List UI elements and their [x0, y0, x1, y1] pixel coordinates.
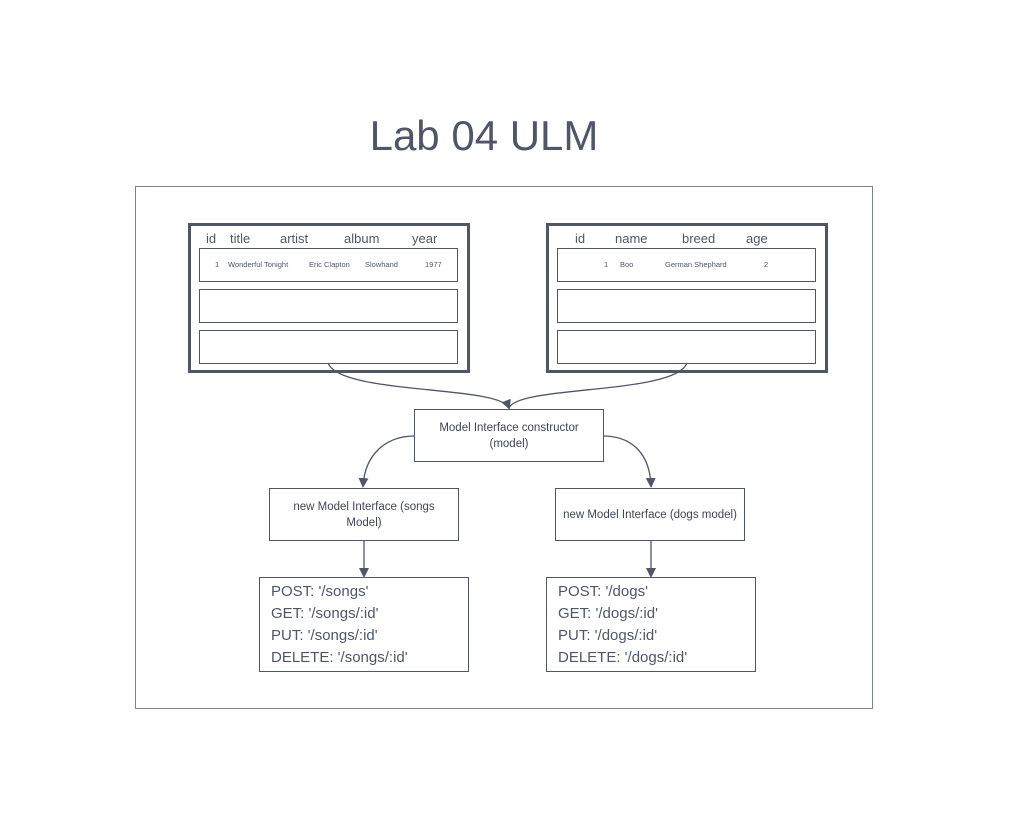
songs-table: id title artist album year 1 Wonderful T… [188, 223, 470, 373]
diagram-title: Lab 04 ULM [369, 112, 599, 159]
dogs-header-age: age [746, 231, 768, 246]
songs-header-year: year [412, 231, 438, 246]
dogs-to-interface-connector [508, 362, 688, 409]
songs-row-empty [199, 330, 458, 364]
songs-model-box: new Model Interface (songs Model) [269, 488, 459, 541]
songs-routes-box: POST: '/songs' GET: '/songs/:id' PUT: '/… [259, 577, 469, 672]
songs-route: POST: '/songs' [271, 583, 369, 600]
songs-header-album: album [344, 231, 380, 246]
dogs-route: POST: '/dogs' [558, 583, 648, 600]
interface-to-dogs-model-arrow [602, 435, 656, 488]
dogs-route: PUT: '/dogs/:id' [558, 627, 658, 644]
dogs-cell-name: Boo [620, 260, 634, 269]
diagram-frame [135, 186, 873, 709]
songs-cell-artist: Eric Clapton [309, 260, 350, 269]
dogs-routes-box: POST: '/dogs' GET: '/dogs/:id' PUT: '/do… [546, 577, 756, 672]
songs-row-1: 1 Wonderful Tonight Eric Clapton Slowhan… [199, 248, 458, 282]
dogs-cell-age: 2 [764, 260, 769, 269]
interface-to-songs-model-arrow [358, 435, 416, 488]
songs-route: PUT: '/songs/:id' [271, 627, 378, 644]
songs-header-title: title [230, 231, 251, 246]
dogs-header-breed: breed [682, 231, 716, 246]
model-interface-box: Model Interface constructor (model) [414, 409, 604, 462]
songs-header-artist: artist [280, 231, 309, 246]
songs-cell-year: 1977 [425, 260, 442, 269]
dogs-header-id: id [575, 231, 586, 246]
songs-to-interface-connector [327, 362, 511, 410]
dogs-row-1: 1 Boo German Shephard 2 [557, 248, 816, 282]
dogs-route: GET: '/dogs/:id' [558, 605, 658, 622]
dogs-cell-breed: German Shephard [665, 260, 727, 269]
songs-cell-title: Wonderful Tonight [228, 260, 289, 269]
dogs-row-empty [557, 289, 816, 323]
songs-route: GET: '/songs/:id' [271, 605, 379, 622]
songs-cell-id: 1 [215, 260, 220, 269]
dogs-cell-id: 1 [604, 260, 609, 269]
dogs-table: id name breed age 1 Boo German Shephard … [546, 223, 828, 373]
dogs-model-box: new Model Interface (dogs model) [555, 488, 745, 541]
songs-header-id: id [206, 231, 217, 246]
songs-row-empty [199, 289, 458, 323]
dogs-header-name: name [615, 231, 648, 246]
songs-route: DELETE: '/songs/:id' [271, 649, 408, 666]
songs-cell-album: Slowhand [365, 260, 398, 269]
dogs-route: DELETE: '/dogs/:id' [558, 649, 688, 666]
